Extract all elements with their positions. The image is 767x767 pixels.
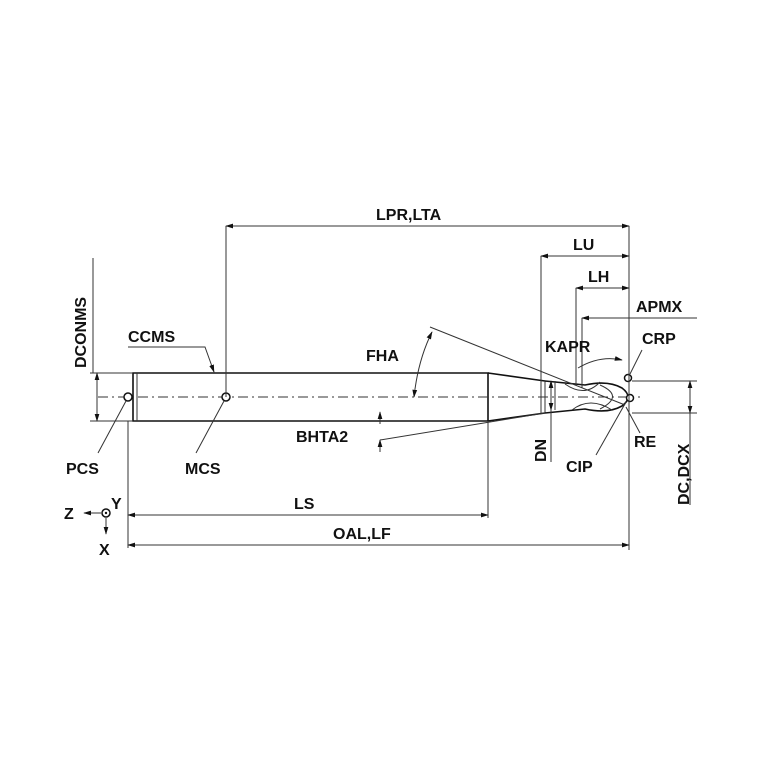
label-mcs: MCS [185, 461, 221, 478]
label-lpr-lta: LPR,LTA [376, 207, 442, 224]
kapr-arc [577, 356, 623, 369]
label-bhta2: BHTA2 [296, 429, 348, 446]
label-dn: DN [533, 439, 550, 462]
crp-leader [629, 349, 643, 375]
neck-taper [487, 372, 546, 422]
label-pcs: PCS [66, 461, 99, 478]
crp-point [623, 373, 633, 383]
label-oal-lf: OAL,LF [333, 526, 391, 543]
cip-leader [595, 401, 627, 456]
leaders [97, 346, 643, 456]
coordinate-system [83, 508, 111, 535]
cip-point [625, 393, 635, 403]
label-lu: LU [573, 237, 594, 254]
bhta2-line [379, 412, 546, 441]
label-cip: CIP [566, 459, 593, 476]
label-crp: CRP [642, 331, 676, 348]
pcs-leader [97, 400, 127, 454]
coordinate-origin-dot [104, 511, 108, 515]
label-axis-x: X [99, 542, 110, 559]
label-axis-y: Y [111, 496, 122, 513]
flute-helix-1 [564, 381, 601, 391]
label-apmx: APMX [636, 299, 683, 316]
label-dc-dcx: DC,DCX [676, 443, 693, 505]
re-leader [625, 406, 641, 434]
mcs-leader [195, 400, 225, 454]
label-kapr: KAPR [545, 339, 591, 356]
label-ls: LS [294, 496, 315, 513]
tool-body [98, 372, 640, 422]
pcs-point [123, 392, 133, 402]
flute-helix-2 [571, 402, 613, 411]
ccms-leader [128, 346, 215, 373]
label-lh: LH [588, 269, 609, 286]
label-ccms: CCMS [128, 329, 175, 346]
label-fha: FHA [366, 348, 399, 365]
angle-indicators [377, 326, 626, 452]
fha-arc [412, 331, 433, 398]
label-dconms: DCONMS [73, 297, 90, 368]
label-re: RE [634, 434, 657, 451]
label-axis-z: Z [64, 506, 74, 523]
dimension-lines [92, 223, 697, 548]
labels: LPR,LTA LU LH APMX CRP KAPR FHA CCMS DCO… [64, 207, 693, 559]
fha-helix-line [429, 326, 626, 406]
